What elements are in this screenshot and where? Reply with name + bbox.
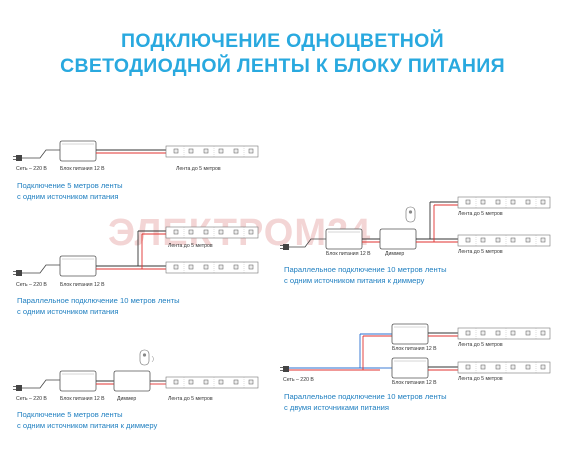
caption-5-line-1: Параллельное подключение 10 метров ленты xyxy=(284,392,447,401)
psu-label: Блок питания 12 В xyxy=(392,380,437,386)
strip-label: Лента до 5 метров xyxy=(458,376,503,382)
strip-label: Лента до 5 метров xyxy=(458,211,503,217)
diagram-2 xyxy=(12,226,259,277)
psu-label: Блок питания 12 В xyxy=(60,166,105,172)
dimmer-label: Диммер xyxy=(385,251,405,257)
caption-1-line-1: Подключение 5 метров ленты xyxy=(17,181,123,190)
caption-1-line-2: с одним источником питания xyxy=(17,191,119,201)
caption-4-line-1: Параллельное подключение 10 метров ленты xyxy=(284,265,447,274)
strip-label: Лента до 5 метров xyxy=(176,166,221,172)
strip-label: Лента до 5 метров xyxy=(458,249,503,255)
mains-label: Сеть – 220 В xyxy=(16,396,47,402)
diagram-5 xyxy=(279,323,551,379)
caption-3: Подключение 5 метров ленты с одним источ… xyxy=(17,410,157,431)
diagram-1 xyxy=(12,140,259,162)
title-line-2: СВЕТОДИОДНОЙ ЛЕНТЫ К БЛОКУ ПИТАНИЯ xyxy=(60,55,505,77)
strip-label: Лента до 5 метров xyxy=(458,342,503,348)
psu-label: Блок питания 12 В xyxy=(60,282,105,288)
psu-label: Блок питания 12 В xyxy=(60,396,105,402)
psu-label: Блок питания 12 В xyxy=(326,251,371,257)
caption-2: Параллельное подключение 10 метров ленты… xyxy=(17,296,180,317)
strip-label: Лента до 5 метров xyxy=(168,396,213,402)
caption-3-line-2: с одним источником питания к диммеру xyxy=(17,420,158,430)
diagram-4 xyxy=(279,196,551,251)
mains-label: Сеть – 220 В xyxy=(283,377,314,383)
caption-5-line-2: с двумя источниками питания xyxy=(284,402,390,412)
caption-5: Параллельное подключение 10 метров ленты… xyxy=(284,392,447,413)
caption-4: Параллельное подключение 10 метров ленты… xyxy=(284,265,447,286)
psu-label: Блок питания 12 В xyxy=(392,346,437,352)
title-line-1: ПОДКЛЮЧЕНИЕ ОДНОЦВЕТНОЙ xyxy=(121,30,444,52)
caption-3-line-1: Подключение 5 метров ленты xyxy=(17,410,123,419)
mains-label: Сеть – 220 В xyxy=(16,166,47,172)
caption-1: Подключение 5 метров ленты с одним источ… xyxy=(17,181,123,202)
caption-2-line-2: с одним источником питания xyxy=(17,306,119,316)
strip-label: Лента до 5 метров xyxy=(168,243,213,249)
diagram-3 xyxy=(12,349,259,392)
mains-label: Сеть – 220 В xyxy=(16,282,47,288)
caption-4-line-2: с одним источником питания к диммеру xyxy=(284,275,425,285)
dimmer-label: Диммер xyxy=(117,396,137,402)
caption-2-line-1: Параллельное подключение 10 метров ленты xyxy=(17,296,180,305)
